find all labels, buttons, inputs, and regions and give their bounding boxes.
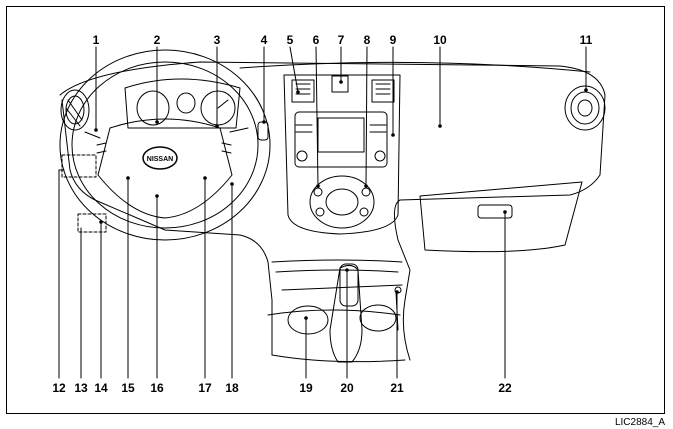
figure-id-label: LIC2884_A (614, 417, 665, 428)
callout-15: 15 (121, 381, 135, 395)
callout-3: 3 (213, 33, 221, 47)
callout-18: 18 (225, 381, 239, 395)
callout-19: 19 (299, 381, 313, 395)
callout-8: 8 (363, 33, 371, 47)
center-stack (283, 74, 401, 235)
nissan-badge: NISSAN (147, 156, 173, 163)
callout-21: 21 (390, 381, 404, 395)
callout-9: 9 (389, 33, 397, 47)
callout-22: 22 (498, 381, 512, 395)
callout-2: 2 (153, 33, 161, 47)
callout-17: 17 (198, 381, 212, 395)
callout-20: 20 (340, 381, 354, 395)
leader-lines (58, 46, 587, 379)
callout-13: 13 (74, 381, 88, 395)
callout-16: 16 (150, 381, 164, 395)
callout-1: 1 (92, 33, 100, 47)
callout-12: 12 (52, 381, 66, 395)
switch-stalks (84, 121, 269, 141)
figure-frame (6, 6, 665, 414)
callout-6: 6 (312, 33, 320, 47)
callout-10: 10 (433, 33, 447, 47)
right-air-vent (564, 85, 606, 131)
steering-wheel (59, 49, 271, 241)
callout-4: 4 (260, 33, 268, 47)
dashboard-outline (59, 61, 606, 363)
callout-11: 11 (579, 33, 593, 47)
callout-14: 14 (94, 381, 108, 395)
callout-7: 7 (337, 33, 345, 47)
dashed-zones (61, 154, 107, 233)
instrument-cluster (124, 78, 241, 129)
callout-5: 5 (286, 33, 294, 47)
glove-box (419, 181, 583, 253)
leader-dots (94, 80, 588, 320)
